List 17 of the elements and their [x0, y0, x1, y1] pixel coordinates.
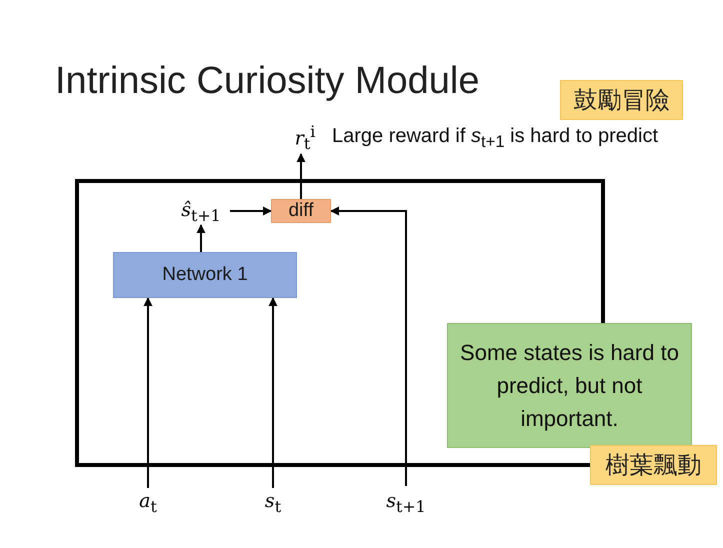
arrow: [196, 224, 206, 252]
arrow: [268, 297, 278, 488]
title: Intrinsic Curiosity Module: [55, 60, 480, 103]
network-box: Network 1: [113, 252, 297, 298]
arrow: [330, 206, 407, 486]
reward-note: Large reward if s$_{t+1}$ is hard to predict: [332, 125, 658, 152]
tag-box: 鼓勵冒險: [560, 80, 683, 120]
arrow: [296, 153, 306, 199]
tag-box: 樹葉飄動: [590, 445, 717, 485]
input-label: s$_{t}$: [258, 488, 288, 518]
arrow: [144, 297, 152, 488]
diff-box: diff: [271, 199, 331, 223]
note-box: Some states is hard to predict, but not important.: [447, 323, 692, 448]
input-label: s$_{t+1}$: [380, 488, 432, 518]
output-label: ŝ$_{t+1}$: [172, 199, 230, 225]
arrow: [230, 206, 272, 216]
input-label: a$_{t}$: [133, 488, 163, 518]
